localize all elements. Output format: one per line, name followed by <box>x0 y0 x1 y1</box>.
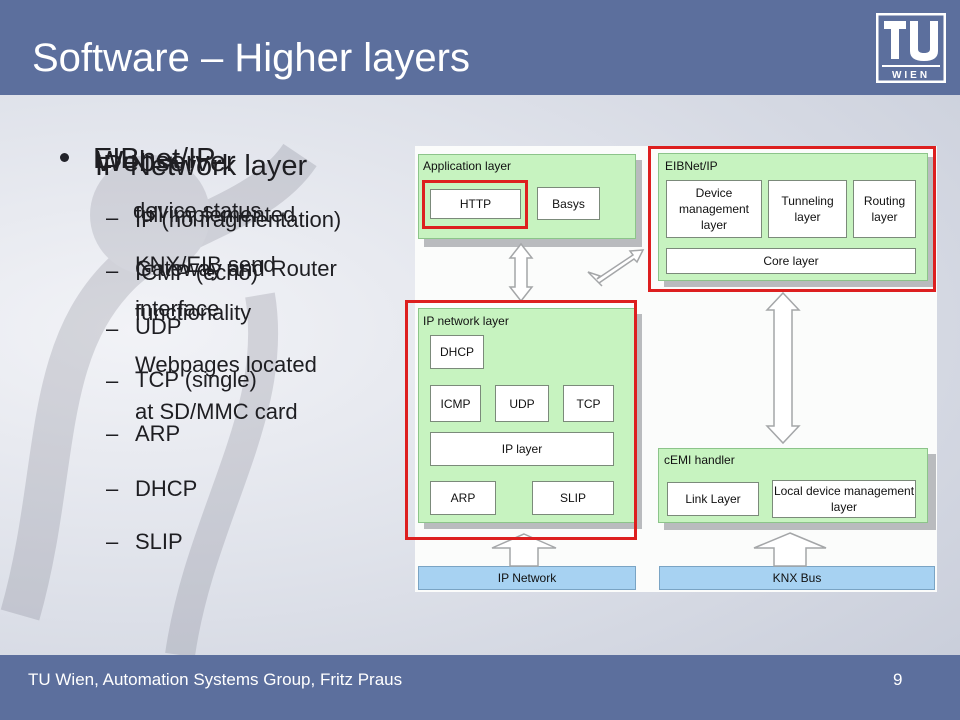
line-slip: SLIP <box>135 529 183 554</box>
footer-text: TU Wien, Automation Systems Group, Fritz… <box>28 670 403 689</box>
routing-layer-box: Routing layer <box>853 180 916 238</box>
basys-box: Basys <box>537 187 600 220</box>
line-knx-eib-send: KNX/EIB send <box>135 252 276 277</box>
ip-layer-box: IP layer <box>430 432 614 466</box>
dash-icon: – <box>106 476 119 501</box>
ip-network-bus: IP Network <box>418 566 636 590</box>
line-dhcp: DHCP <box>135 476 198 501</box>
line-arp: ARP <box>135 421 181 446</box>
heading-ip-network-layer: IP Network layer <box>95 150 308 182</box>
line-interface: interface <box>135 296 220 321</box>
line-device-status: device status <box>133 198 262 223</box>
slide-title: Software – Higher layers <box>32 36 470 80</box>
background-statue-watermark <box>0 143 317 655</box>
svg-text:WIEN: WIEN <box>892 70 930 81</box>
heading-eibnet: EIBnet/IP <box>93 143 216 175</box>
line-webpages-located: Webpages located <box>135 352 317 377</box>
knx-bus: KNX Bus <box>659 566 935 590</box>
dash-icon: – <box>106 529 119 554</box>
udp-box: UDP <box>495 385 549 422</box>
footer-bar <box>0 655 960 720</box>
title-bar <box>0 0 960 95</box>
dhcp-box: DHCP <box>430 335 484 369</box>
line-full-implemented: full implemented <box>135 202 296 227</box>
eibnet-ip-highlight-frame <box>648 146 936 292</box>
ip-network-layer-title: IP network layer <box>423 314 509 328</box>
local-device-management-layer-box: Local device management layer <box>772 480 916 518</box>
device-management-layer-box: Device management layer <box>666 180 762 238</box>
line-icmp-echo: ICMP (echo) <box>135 260 259 285</box>
line-functionality: functionality <box>135 300 252 325</box>
line-at-sd-mmc-card: at SD/MMC card <box>135 399 298 424</box>
line-ip-no-fragmentation: IP (no fragmentation) <box>135 207 342 232</box>
bullet-icon <box>60 153 69 162</box>
slip-box: SLIP <box>532 481 614 515</box>
dash-icon: – <box>106 316 119 341</box>
http-highlight-frame <box>422 180 528 229</box>
core-layer-box: Core layer <box>666 248 916 274</box>
tu-wien-logo: WIEN <box>876 13 946 83</box>
tcp-box: TCP <box>563 385 614 422</box>
dash-icon: – <box>106 368 119 393</box>
arp-box: ARP <box>430 481 496 515</box>
dash-icon: – <box>106 421 119 446</box>
dash-icon: – <box>106 258 119 283</box>
cemi-handler-title: cEMI handler <box>664 453 735 467</box>
line-udp: UDP <box>135 314 182 339</box>
application-layer-title: Application layer <box>423 159 512 173</box>
line-gateway-router: Gateway and Router <box>135 256 337 281</box>
dash-icon: – <box>106 205 119 230</box>
page-number: 9 <box>893 670 903 689</box>
line-tcp-single: TCP (single) <box>135 367 257 392</box>
link-layer-box: Link Layer <box>667 482 759 516</box>
ip-network-layer-highlight-frame <box>405 300 637 540</box>
eibnet-ip-title: EIBNet/IP <box>665 159 718 173</box>
tunneling-layer-box: Tunneling layer <box>768 180 847 238</box>
http-box: HTTP <box>430 189 521 219</box>
heading-webserver: Webserver <box>96 146 236 178</box>
icmp-box: ICMP <box>430 385 481 422</box>
